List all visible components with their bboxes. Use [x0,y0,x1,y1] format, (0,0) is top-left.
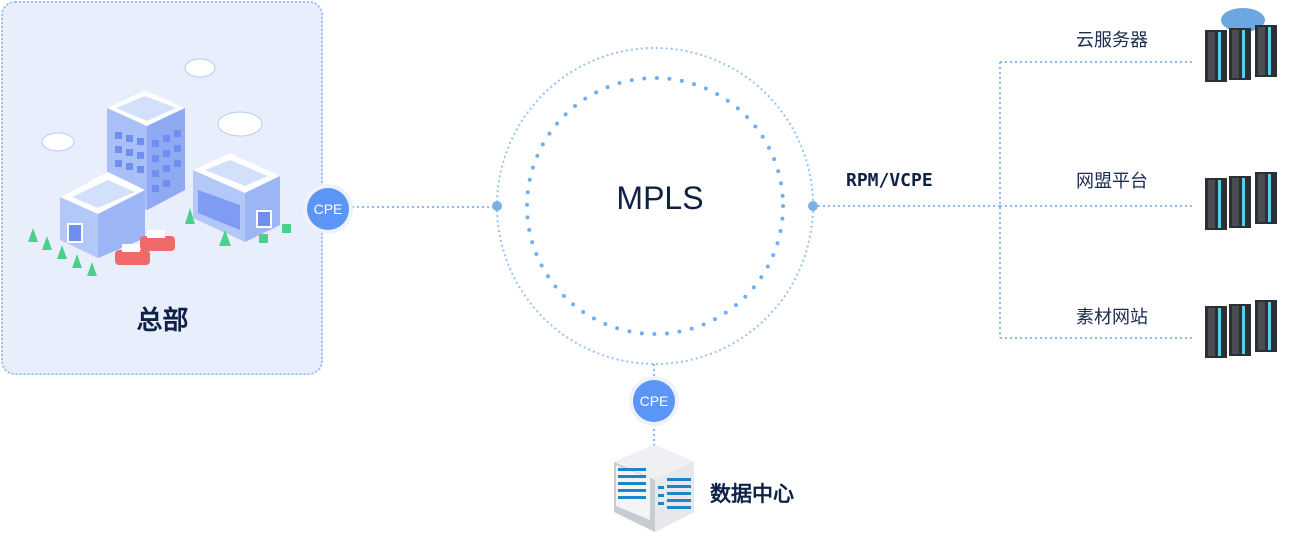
cloud-server-rack-icon [1205,8,1277,82]
mpls-inner-ring [525,76,785,336]
garage-building-icon [193,153,280,242]
data-center-label: 数据中心 [710,482,794,506]
branch-label-cloud-server: 云服务器 [1076,30,1148,51]
hq-cpe-node[interactable]: CPE [307,188,349,230]
mpls-core-label: MPLS [616,180,704,216]
office-block-icon [60,172,145,258]
branch-label-asset-site: 素材网站 [1076,307,1148,328]
ring-left-node [492,201,502,211]
dc-cpe-node[interactable]: CPE [633,380,675,422]
branch-label-ad-platform: 网盟平台 [1076,171,1148,192]
server-rack-icon [1205,300,1277,358]
car-icon [115,230,175,265]
gateway-label: RPM/VCPE [846,170,933,191]
office-tower-icon [107,90,185,210]
ring-right-node [808,201,818,211]
data-center-building-icon [614,445,694,532]
tree-icon [28,208,291,276]
headquarters-label: 总部 [136,306,189,336]
cloud-icon [41,58,263,152]
server-rack-icon [1205,172,1277,230]
